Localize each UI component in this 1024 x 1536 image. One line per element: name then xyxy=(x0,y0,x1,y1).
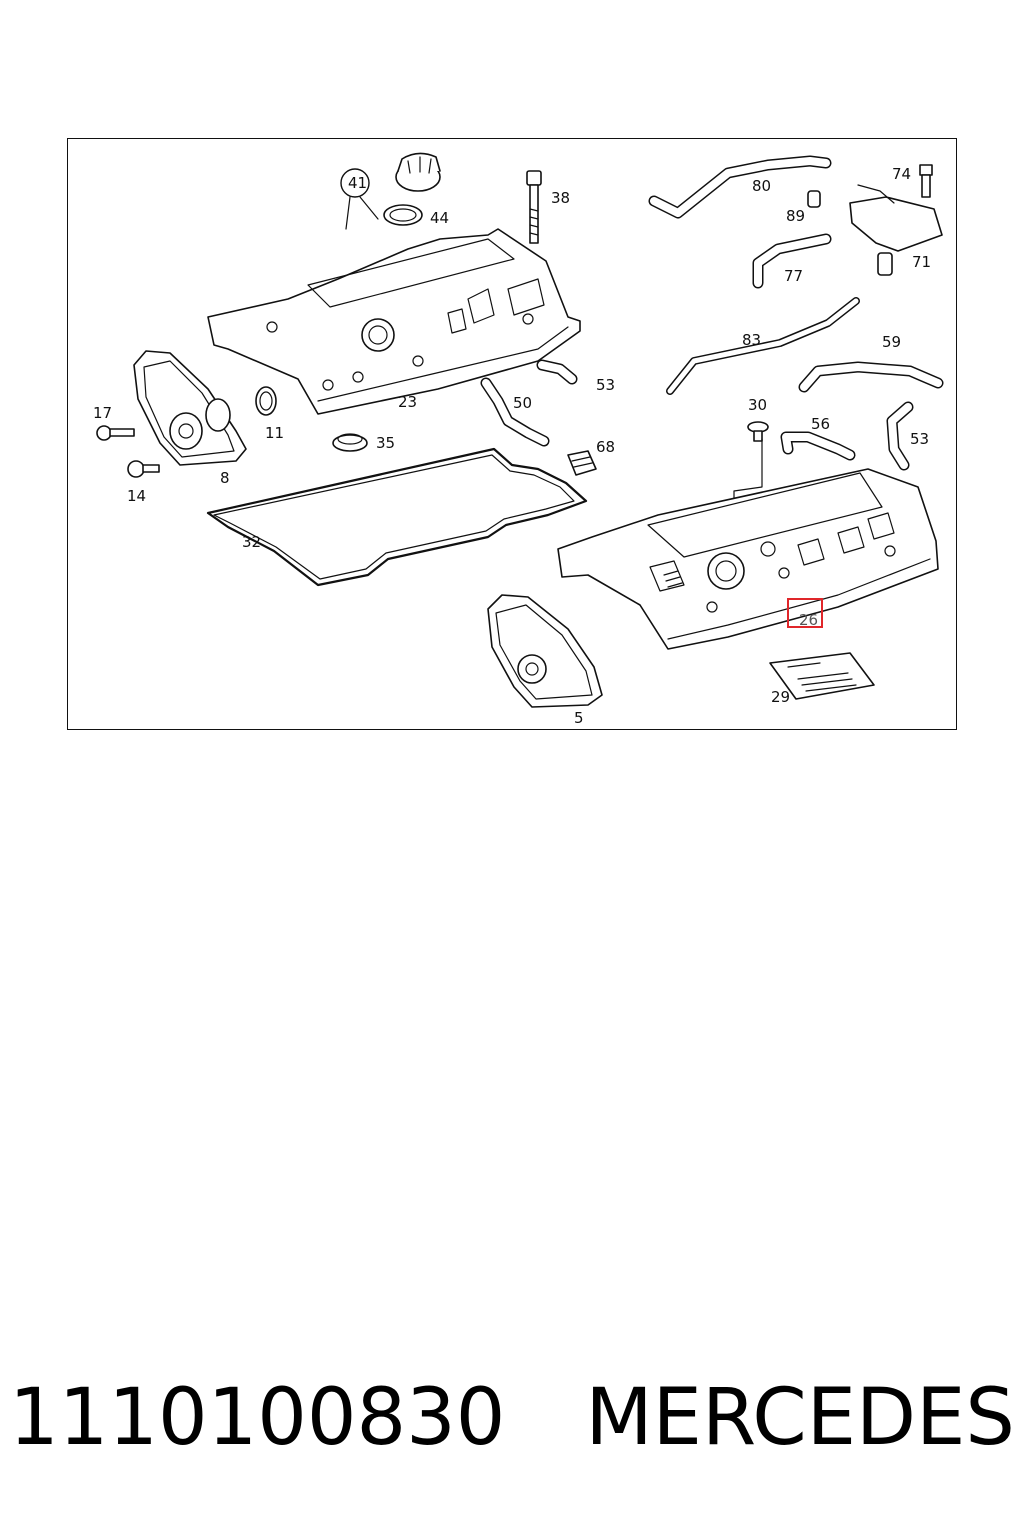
oil-filler-cap-part xyxy=(395,152,441,192)
oil-cap-seal-ring-part xyxy=(383,204,423,226)
valve-cover-26-part xyxy=(557,468,939,650)
callout-23: 23 xyxy=(398,393,417,411)
callout-8: 8 xyxy=(220,469,230,487)
callout-11: 11 xyxy=(265,424,284,442)
callout-29: 29 xyxy=(771,688,790,706)
breather-hose-50-part xyxy=(480,377,550,447)
connector-68-part xyxy=(567,450,597,476)
callout-50: 50 xyxy=(513,394,532,412)
callout-32: 32 xyxy=(242,533,261,551)
callout-38: 38 xyxy=(551,189,570,207)
callout-41: 41 xyxy=(348,174,367,192)
callout-83: 83 xyxy=(742,331,761,349)
callout-14: 14 xyxy=(127,487,146,505)
hose-53-upper-part xyxy=(536,359,578,385)
highlighted-part-26-box xyxy=(787,598,823,628)
bolt-38-part xyxy=(526,170,542,244)
hose-56-part xyxy=(780,431,856,461)
brand-name: MERCEDES xyxy=(585,1373,1015,1463)
hose-59-part xyxy=(798,361,944,393)
exploded-parts-diagram: 41 44 38 80 74 89 77 71 83 59 53 50 53 2… xyxy=(93,152,944,727)
callout-53: 53 xyxy=(910,430,929,448)
bolt-17-part xyxy=(96,425,135,441)
o-ring-11-part xyxy=(255,386,277,416)
part-caption: 1110100830 MERCEDES xyxy=(0,1368,1024,1468)
part-number: 1110100830 xyxy=(9,1373,506,1463)
callout-59: 59 xyxy=(882,333,901,351)
hose-80-part xyxy=(648,155,832,219)
callout-53: 53 xyxy=(596,376,615,394)
hose-53-lower-part xyxy=(886,401,914,471)
grommet-35-part xyxy=(332,433,368,452)
callout-74: 74 xyxy=(892,165,911,183)
hose-77-part xyxy=(752,233,832,289)
callout-77: 77 xyxy=(784,267,803,285)
screw-74-part xyxy=(919,164,933,198)
callout-26: 26 xyxy=(799,611,818,629)
callout-35: 35 xyxy=(376,434,395,452)
bolt-14-part xyxy=(127,460,160,478)
front-cover-8-part xyxy=(133,350,247,466)
front-cover-5-part xyxy=(487,594,603,708)
valve-cover-23-part xyxy=(207,228,581,415)
label-sticker-29-part xyxy=(769,652,875,700)
valve-unit-71-part xyxy=(849,184,943,276)
callout-56: 56 xyxy=(811,415,830,433)
plug-30-part xyxy=(733,421,769,502)
callout-17: 17 xyxy=(93,404,112,422)
callout-30: 30 xyxy=(748,396,767,414)
callout-89: 89 xyxy=(786,207,805,225)
fitting-89-part xyxy=(807,190,821,208)
callout-80: 80 xyxy=(752,177,771,195)
callout-71: 71 xyxy=(912,253,931,271)
valve-cover-gasket-32-part xyxy=(206,447,588,587)
callout-44: 44 xyxy=(430,209,449,227)
callout-5: 5 xyxy=(574,709,584,727)
vent-line-83-part xyxy=(666,297,860,395)
callout-41-circle xyxy=(340,168,379,230)
callout-68: 68 xyxy=(596,438,615,456)
parts-diagram-frame: 41 44 38 80 74 89 77 71 83 59 53 50 53 2… xyxy=(67,138,957,730)
